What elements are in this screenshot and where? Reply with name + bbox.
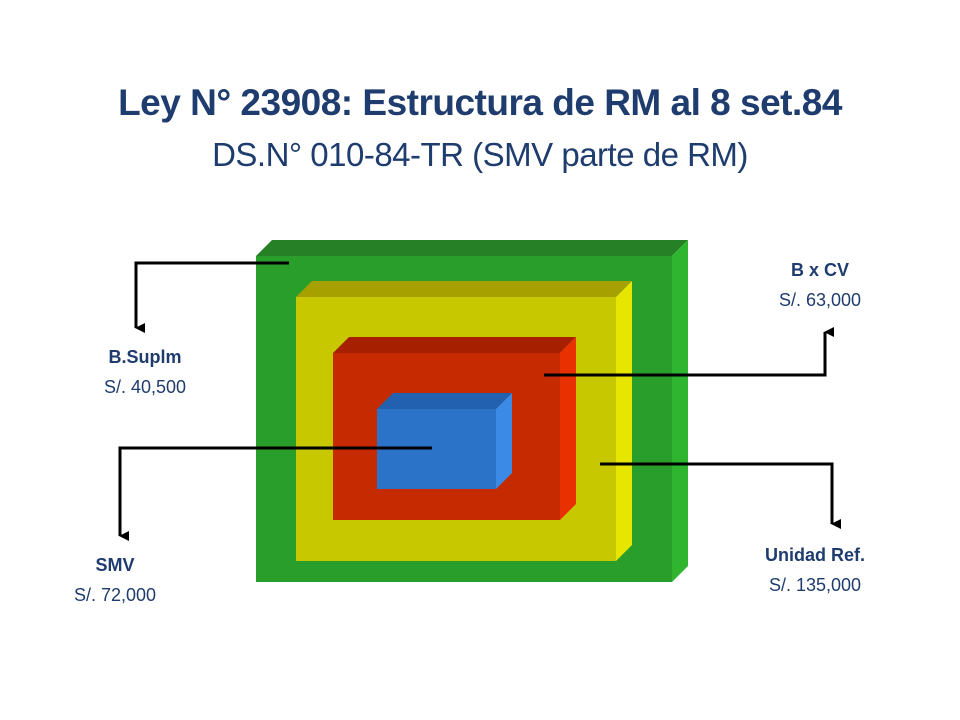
connector-unidad-ref [600, 462, 841, 529]
page-subtitle: DS.N° 010-84-TR (SMV parte de RM) [212, 136, 748, 173]
label-b-x-cv-value: S/. 63,000 [778, 290, 862, 310]
label-b-x-cv-name: B x CV [790, 260, 850, 280]
label-b-suplm: B.Suplm S/. 40,500 [70, 342, 220, 402]
label-b-suplm-name: B.Suplm [108, 347, 182, 367]
label-unidad-ref-name: Unidad Ref. [764, 545, 865, 565]
label-unidad-ref-value: S/. 135,000 [768, 575, 862, 595]
connector-b-suplm [134, 261, 289, 333]
connector-smv [118, 446, 432, 541]
label-unidad-ref: Unidad Ref. S/. 135,000 [740, 540, 890, 600]
label-smv-value: S/. 72,000 [73, 585, 157, 605]
label-b-suplm-value: S/. 40,500 [103, 377, 187, 397]
connector-b-x-cv [544, 327, 834, 377]
label-smv: SMV S/. 72,000 [40, 550, 190, 610]
page-title: Ley N° 23908: Estructura de RM al 8 set.… [118, 82, 842, 123]
label-smv-name: SMV [95, 555, 135, 575]
blue-box [377, 393, 512, 489]
label-b-x-cv: B x CV S/. 63,000 [745, 255, 895, 315]
